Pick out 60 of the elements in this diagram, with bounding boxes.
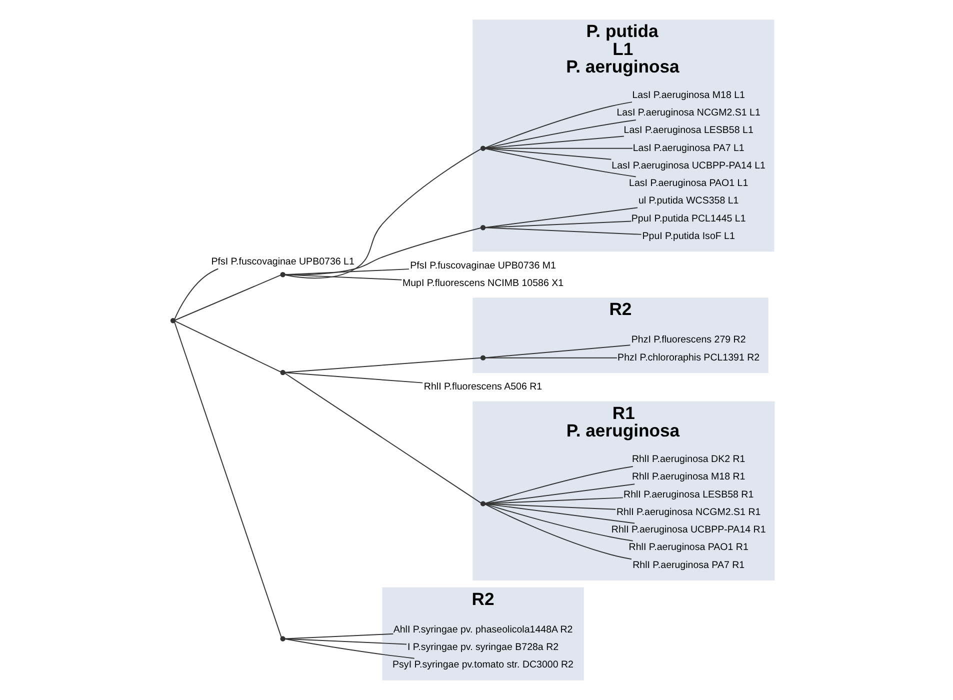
connector [484,220,632,228]
node-text: LasI P.aeruginosa M18 L1 [632,90,745,101]
connector [284,638,415,659]
node-text: AhlI P.syringae pv. phaseolicola1448A R2 [393,624,573,636]
connector [484,466,634,504]
node-text: LasI P.aeruginosa UCBPP-PA14 L1 [612,160,766,172]
node-text: RhlI P.aeruginosa UCBPP-PA14 R1 [611,524,766,536]
connector [284,372,482,504]
node-point [480,146,486,151]
connector [174,320,281,372]
node-point [280,370,286,376]
node-text: LasI P.aeruginosa PAO1 L1 [629,178,748,190]
node-text: PsyI P.syringae pv.tomato str. DC3000 R2 [392,660,574,671]
connector [284,274,402,280]
connector [484,227,642,235]
node-text: RhlI P.aeruginosa LESB58 R1 [624,489,754,500]
node-text: RhlI P.aeruginosa PA7 R1 [632,560,745,571]
connector [484,102,632,148]
node-text: RhlI P.fluorescens A506 R1 [424,382,542,393]
node-text: LasI P.aeruginosa PA7 L1 [632,142,744,154]
node-text: PfsI P.fuscovaginae UPB0736 M1 [410,260,556,272]
node-point [280,636,286,642]
connector [284,372,424,384]
connector [484,503,636,524]
node-text: PfsI P.fuscovaginae UPB0736 L1 [211,256,354,268]
connector [484,119,636,149]
node-point [480,225,486,230]
node-text: I P.syringae pv. syringae B728a R2 [407,642,559,654]
connector [484,344,631,358]
node-point [480,501,486,506]
node-text: PpuI P.putida IsoF L1 [642,230,735,242]
connector [174,274,281,321]
node-text: PhzI P.fluorescens 279 R2 [631,334,746,346]
connector [484,207,638,228]
connector [174,322,282,638]
node-point [170,318,176,324]
connector [284,148,482,279]
node-point [480,355,486,360]
connector [484,484,636,504]
node-text: LasI P.aeruginosa NCGM2.S1 L1 [616,108,760,119]
node-text: LasI P.aeruginosa LESB58 L1 [624,125,754,136]
node-text: RhlI P.aeruginosa DK2 R1 [632,454,746,466]
connector [284,638,408,645]
connector [484,357,618,358]
node-text: ul P.putida WCS358 L1 [638,196,739,207]
node-text: RhlI P.aeruginosa NCGM2.S1 R1 [616,506,761,518]
node-text: PpuI P.putida PCL1445 L1 [631,213,746,224]
node-text: RhlI P.aeruginosa M18 R1 [632,472,746,483]
node-text: MupI P.fluorescens NCIMB 10586 X1 [402,278,564,289]
connector [174,268,219,320]
connector [484,504,634,542]
connector [484,504,632,560]
connector [284,633,394,640]
node-text: RhlI P.aeruginosa PAO1 R1 [628,542,748,554]
connector [284,357,482,373]
node-point [280,272,286,278]
connector [284,228,482,276]
connector [484,148,636,178]
connector [284,268,410,276]
node-text: PhzI P.chlororaphis PCL1391 R2 [618,352,760,364]
